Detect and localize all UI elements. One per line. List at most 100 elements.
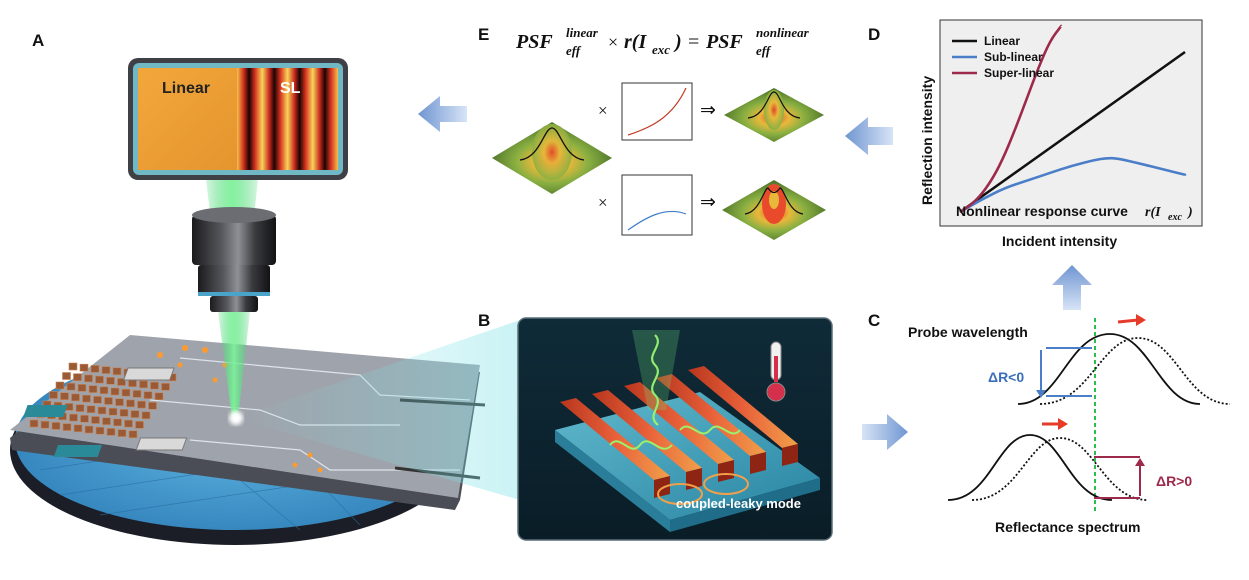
objective-top [192, 207, 276, 223]
response-curves [959, 24, 1187, 214]
mini-plot-sublinear [621, 174, 693, 236]
dr-negative-label: ΔR<0 [988, 369, 1024, 385]
heater-pad [40, 420, 50, 429]
heater-pad [108, 407, 118, 416]
heater-pad [75, 404, 85, 412]
heater-pad [115, 398, 124, 407]
response-legend: Linear Sub-linear Super-linear [952, 34, 1054, 80]
leaky-wave-right [679, 425, 741, 435]
heater-pad [91, 416, 100, 424]
eq-sup-linear: linear [566, 25, 599, 40]
focus-spot [229, 411, 243, 425]
spectrum-lower-dashed [971, 437, 1149, 501]
spectrum-lower-solid [947, 434, 1113, 501]
zoom-glow [235, 320, 520, 500]
response-annotation-close: ) [1186, 205, 1193, 220]
heater-pad [135, 420, 144, 429]
heater-pad [106, 428, 116, 436]
probe-wavelength-label: Probe wavelength [908, 324, 1028, 340]
spectrum-upper-solid [1017, 333, 1201, 405]
heater-pad [69, 413, 78, 422]
heater-pad [110, 387, 120, 396]
heater-pad [154, 392, 164, 401]
eq-sub-exc: exc [652, 42, 670, 57]
heater-pad [112, 367, 122, 376]
panel-d-label: D [868, 25, 880, 44]
heater-pad [51, 422, 61, 430]
heater-pad [148, 401, 157, 410]
heater-pad [90, 365, 100, 373]
panel-a-label: A [32, 31, 44, 50]
response-xlabel: Incident intensity [1002, 233, 1117, 249]
legend-label-linear: Linear [984, 34, 1020, 48]
panel-b-label: B [478, 311, 490, 330]
eq-sub-eff-2: eff [756, 43, 772, 58]
grating-bar [560, 398, 670, 480]
heater-pad [84, 374, 93, 383]
objective-tip [210, 296, 258, 312]
response-annotation-text: Nonlinear response curve [956, 203, 1128, 219]
heater-pad [119, 409, 129, 417]
heater-pad [73, 373, 82, 382]
reflectance-spectrum-label: Reflectance spectrum [995, 519, 1141, 535]
arrow-d-to-e [845, 117, 893, 155]
heater-pad [79, 363, 89, 372]
heater-pad [126, 399, 135, 408]
heater-pad [141, 411, 151, 420]
heater-pad [132, 390, 142, 398]
response-series-linear [959, 50, 1186, 214]
substrate-side-left [555, 430, 670, 532]
heater-pad [62, 423, 72, 431]
heater-pad [117, 429, 127, 437]
grating-bar-side [718, 460, 734, 482]
panel-d: D Linear Sub-linear Super-linear Reflect… [845, 19, 1203, 310]
heater-pad [82, 394, 91, 403]
psf-input [492, 122, 612, 194]
eq-sub-eff-1: eff [566, 43, 582, 58]
coupled-leaky-mode-label: coupled-leaky mode [676, 496, 801, 511]
heater-pad [93, 395, 102, 404]
heater-pad [124, 419, 133, 428]
grating-bar-side [750, 452, 766, 474]
panel-a: A [10, 31, 520, 545]
shift-arrow-upper [1117, 318, 1139, 324]
shift-arrowhead-upper [1136, 314, 1146, 326]
heater-pad [84, 425, 94, 434]
heater-pad [80, 414, 89, 423]
eq-equals: = [688, 31, 699, 53]
eq-times: × [608, 32, 618, 52]
dr-pos-arrowhead [1135, 458, 1145, 466]
leaky-wave-left [609, 440, 673, 450]
psf-equation: PSF linear eff × r(I exc ) = PSF nonline… [515, 25, 810, 58]
implies-symbol-top: ⇒ [700, 100, 716, 121]
heater-pad [101, 366, 111, 374]
panel-c: C Probe wavelength Reflectance spectrum … [868, 311, 1231, 535]
screen-linear-label: Linear [162, 80, 210, 97]
incident-cone [632, 330, 680, 410]
heater-pad [29, 419, 39, 428]
heater-pad [143, 391, 153, 399]
eq-psf-2: PSF [705, 31, 743, 53]
chip-hotspots [157, 345, 323, 473]
panel-e-label: E [478, 25, 489, 44]
heater-pad [95, 375, 104, 384]
implies-symbol-bottom: ⇒ [700, 192, 716, 213]
heater-pad [86, 405, 96, 414]
heater-pad [161, 382, 170, 391]
heater-pad [104, 397, 113, 405]
grating-bar [688, 366, 798, 448]
heater-pad [99, 386, 109, 395]
arrow-b-to-c [862, 414, 908, 450]
heater-pad [62, 372, 71, 380]
heater-pad [139, 380, 148, 389]
eq-psf-1: PSF [515, 31, 553, 53]
heater-pad [117, 378, 126, 386]
chip-modulators [23, 367, 188, 457]
heater-pad [113, 418, 122, 427]
heater-pad [71, 393, 80, 402]
response-series-sub-linear [959, 156, 1187, 214]
heater-pad [128, 379, 137, 388]
psf-output-sublinear [722, 180, 826, 240]
response-annotation-r: r(I [1145, 205, 1161, 220]
